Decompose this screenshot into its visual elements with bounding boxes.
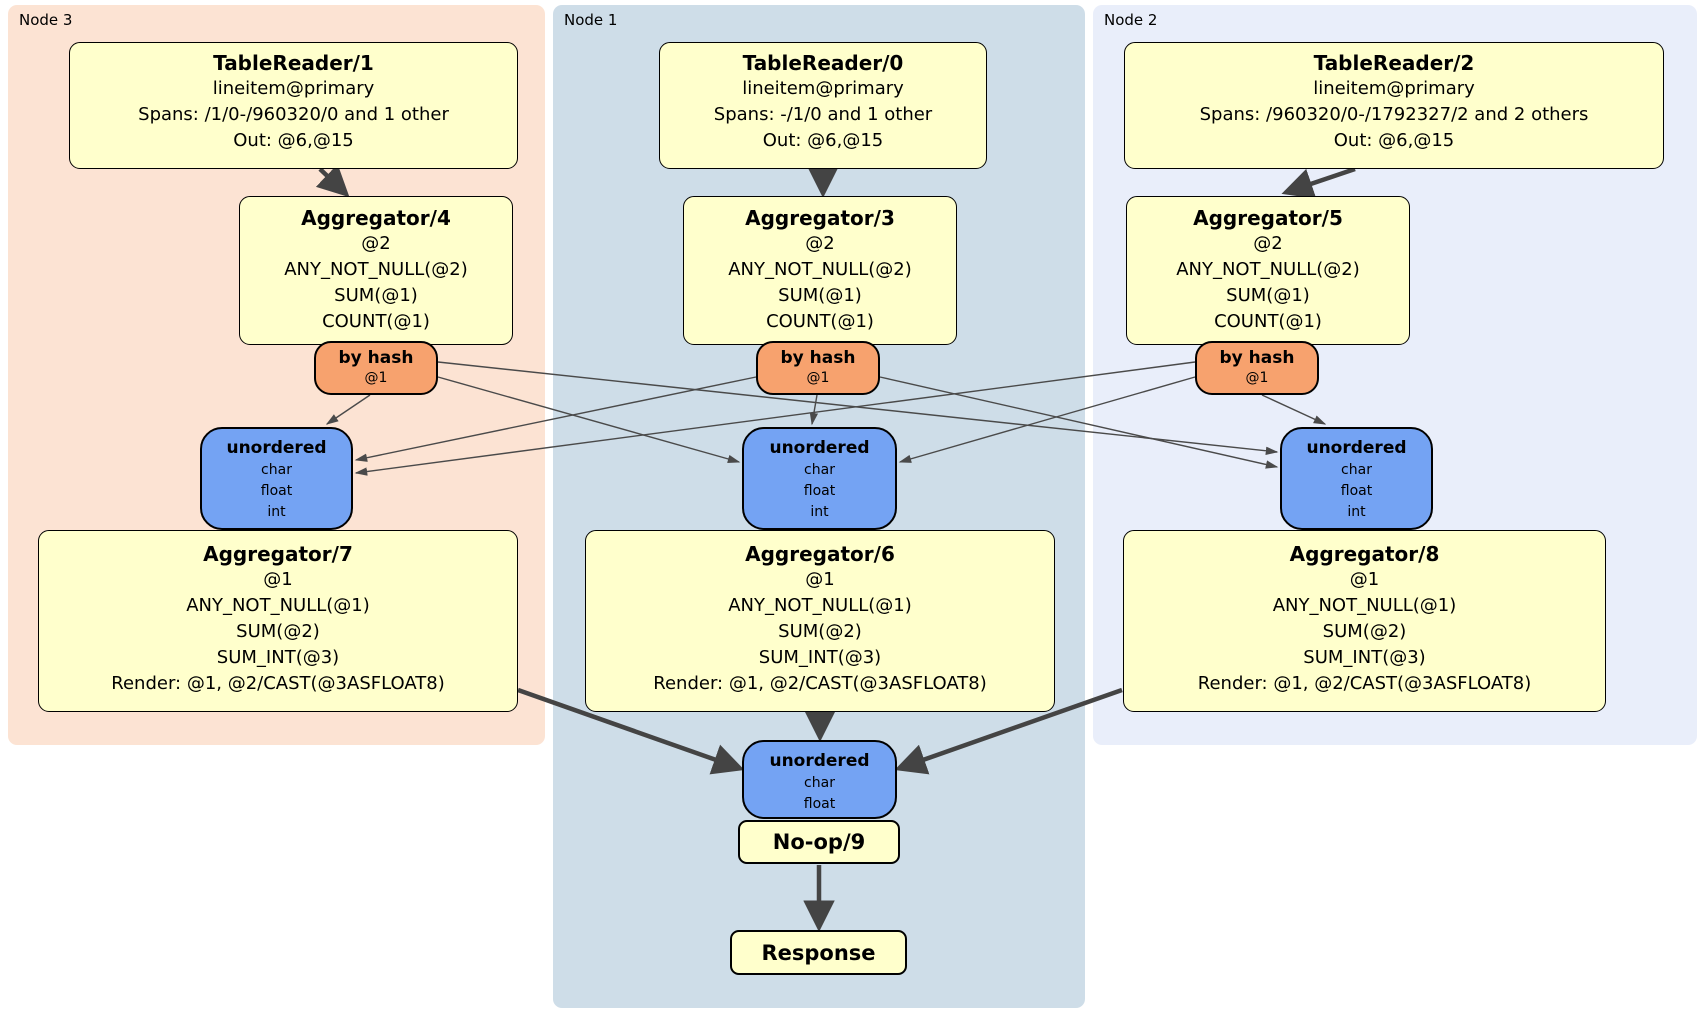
- tablereader-2-spans: Spans: /960320/0-/1792327/2 and 2 others: [1199, 104, 1589, 125]
- stream-sync-6: unordered char float int: [742, 427, 897, 530]
- hash-router-5-label: by hash: [1219, 348, 1295, 368]
- aggregator-3-fn2: SUM(@1): [778, 285, 862, 306]
- noop-title: No-op/9: [772, 830, 866, 854]
- hash-router-3-cols: @1: [806, 370, 830, 386]
- tablereader-0-out: Out: @6,@15: [762, 130, 884, 151]
- tablereader-1-spans: Spans: /1/0-/960320/0 and 1 other: [138, 104, 449, 125]
- aggregator-4-fn1: ANY_NOT_NULL(@2): [284, 259, 468, 280]
- hash-router-3-label: by hash: [780, 348, 856, 368]
- stream-sync-6-col3: int: [810, 504, 829, 520]
- final-stream-sync-col1: char: [804, 775, 835, 791]
- tablereader-0-spans: Spans: -/1/0 and 1 other: [713, 104, 933, 125]
- aggregator-7-fn1: ANY_NOT_NULL(@1): [186, 595, 370, 616]
- aggregator-8-title: Aggregator/8: [1289, 542, 1440, 566]
- stream-sync-7-label: unordered: [226, 438, 327, 458]
- aggregator-6-fn2: SUM(@2): [778, 621, 862, 642]
- aggregator-8-fn1: ANY_NOT_NULL(@1): [1272, 595, 1457, 616]
- tablereader-2-title: TableReader/2: [1313, 51, 1475, 75]
- aggregator-7-box: Aggregator/7 @1 ANY_NOT_NULL(@1) SUM(@2)…: [38, 530, 518, 712]
- aggregator-4-fn3: COUNT(@1): [322, 311, 430, 332]
- aggregator-8-box: Aggregator/8 @1 ANY_NOT_NULL(@1) SUM(@2)…: [1123, 530, 1606, 712]
- node3-label: Node 3: [19, 11, 73, 29]
- aggregator-7-group: @1: [263, 569, 293, 590]
- stream-sync-7-col1: char: [261, 462, 292, 478]
- aggregator-5-fn1: ANY_NOT_NULL(@2): [1176, 259, 1360, 280]
- hash-router-5-cols: @1: [1245, 370, 1269, 386]
- tablereader-2-index: lineitem@primary: [1313, 78, 1475, 99]
- hash-router-4: by hash @1: [314, 341, 438, 395]
- aggregator-3-fn3: COUNT(@1): [766, 311, 874, 332]
- aggregator-5-group: @2: [1253, 233, 1283, 254]
- stream-sync-7-col3: int: [267, 504, 286, 520]
- aggregator-3-fn1: ANY_NOT_NULL(@2): [728, 259, 912, 280]
- hash-router-5: by hash @1: [1195, 341, 1319, 395]
- aggregator-6-render: Render: @1, @2/CAST(@3ASFLOAT8): [653, 673, 987, 694]
- node2-label: Node 2: [1104, 11, 1158, 29]
- final-stream-sync: unordered char float: [742, 740, 897, 819]
- stream-sync-8-label: unordered: [1306, 438, 1407, 458]
- stream-sync-8-col3: int: [1347, 504, 1366, 520]
- tablereader-0-box: TableReader/0 lineitem@primary Spans: -/…: [659, 42, 987, 169]
- aggregator-8-fn3: SUM_INT(@3): [1303, 647, 1426, 668]
- tablereader-1-box: TableReader/1 lineitem@primary Spans: /1…: [69, 42, 518, 169]
- aggregator-5-fn3: COUNT(@1): [1214, 311, 1322, 332]
- aggregator-8-render: Render: @1, @2/CAST(@3ASFLOAT8): [1197, 673, 1532, 694]
- aggregator-6-title: Aggregator/6: [745, 542, 895, 566]
- tablereader-1-out: Out: @6,@15: [233, 130, 354, 151]
- response-box: Response: [730, 930, 907, 975]
- stream-sync-8-col1: char: [1341, 462, 1372, 478]
- tablereader-2-box: TableReader/2 lineitem@primary Spans: /9…: [1124, 42, 1664, 169]
- stream-sync-8: unordered char float int: [1280, 427, 1433, 530]
- stream-sync-7: unordered char float int: [200, 427, 353, 530]
- aggregator-5-box: Aggregator/5 @2 ANY_NOT_NULL(@2) SUM(@1)…: [1126, 196, 1410, 345]
- aggregator-7-render: Render: @1, @2/CAST(@3ASFLOAT8): [111, 673, 445, 694]
- aggregator-3-group: @2: [805, 233, 835, 254]
- hash-router-3: by hash @1: [756, 341, 880, 395]
- aggregator-8-fn2: SUM(@2): [1322, 621, 1407, 642]
- aggregator-7-fn2: SUM(@2): [236, 621, 320, 642]
- tablereader-0-title: TableReader/0: [742, 51, 904, 75]
- stream-sync-6-col1: char: [804, 462, 835, 478]
- stream-sync-6-label: unordered: [769, 438, 870, 458]
- final-stream-sync-label: unordered: [769, 751, 870, 771]
- hash-router-4-label: by hash: [338, 348, 414, 368]
- aggregator-6-group: @1: [805, 569, 835, 590]
- aggregator-6-fn1: ANY_NOT_NULL(@1): [728, 595, 912, 616]
- aggregator-5-fn2: SUM(@1): [1226, 285, 1310, 306]
- aggregator-4-fn2: SUM(@1): [334, 285, 418, 306]
- aggregator-3-title: Aggregator/3: [745, 206, 895, 230]
- stream-sync-7-col2: float: [260, 483, 293, 499]
- stream-sync-8-col2: float: [1340, 483, 1373, 499]
- aggregator-4-title: Aggregator/4: [301, 206, 451, 230]
- aggregator-4-group: @2: [361, 233, 391, 254]
- aggregator-3-box: Aggregator/3 @2 ANY_NOT_NULL(@2) SUM(@1)…: [683, 196, 957, 345]
- aggregator-8-group: @1: [1349, 569, 1380, 590]
- node1-label: Node 1: [564, 11, 618, 29]
- aggregator-7-title: Aggregator/7: [203, 542, 353, 566]
- aggregator-5-title: Aggregator/5: [1193, 206, 1343, 230]
- tablereader-0-index: lineitem@primary: [742, 78, 904, 99]
- tablereader-1-title: TableReader/1: [213, 51, 374, 75]
- aggregator-7-fn3: SUM_INT(@3): [216, 647, 340, 668]
- noop-box: No-op/9: [738, 820, 900, 864]
- aggregator-6-fn3: SUM_INT(@3): [758, 647, 882, 668]
- final-stream-sync-col2: float: [803, 796, 836, 812]
- tablereader-1-index: lineitem@primary: [212, 78, 375, 99]
- aggregator-6-box: Aggregator/6 @1 ANY_NOT_NULL(@1) SUM(@2)…: [585, 530, 1055, 712]
- tablereader-2-out: Out: @6,@15: [1333, 130, 1455, 151]
- aggregator-4-box: Aggregator/4 @2 ANY_NOT_NULL(@2) SUM(@1)…: [239, 196, 513, 345]
- hash-router-4-cols: @1: [364, 370, 388, 386]
- stream-sync-6-col2: float: [803, 483, 836, 499]
- response-title: Response: [761, 940, 876, 965]
